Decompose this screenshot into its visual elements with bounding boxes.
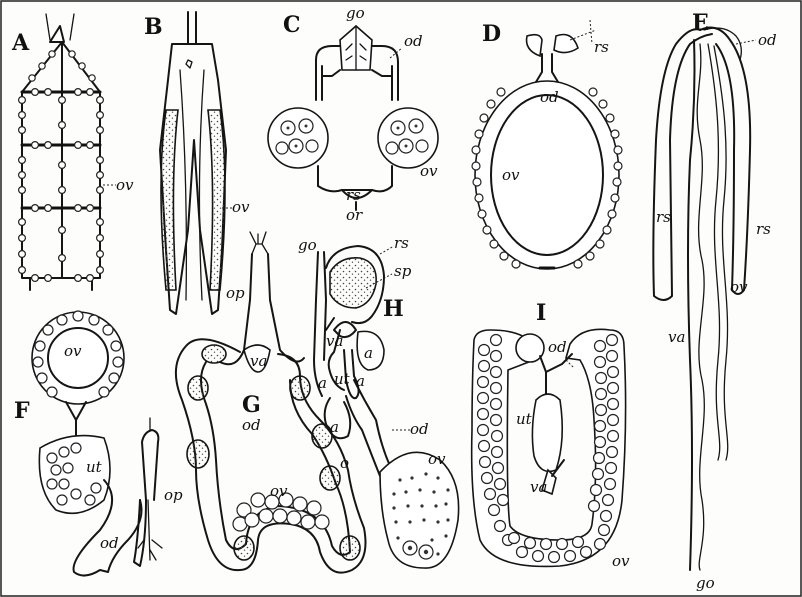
part-label-g-op: op [226,284,245,302]
figure-e [653,28,756,570]
figure-i [472,329,626,566]
part-label-h-ut: ut [334,370,351,388]
part-label-c-ov: ov [420,162,438,180]
part-label-g-o: o [340,454,349,472]
figure-h [314,246,459,568]
figure-label-c: C [283,12,301,38]
figure-label-a: A [11,30,30,56]
part-label-c-go: go [346,4,365,22]
figure-c [268,26,438,210]
part-label-a-ov: ov [116,176,134,194]
part-label-h-a-4: a [330,418,339,436]
part-label-h-rs: rs [394,234,409,252]
part-label-h-a-3: a [356,372,365,390]
part-label-h-a-1: a [364,344,373,362]
part-label-h-a-2: a [318,374,327,392]
figure-label-d: D [482,21,501,47]
part-label-g-va: va [250,352,267,370]
part-label-h-od: od [410,420,429,438]
part-label-i-va: va [530,478,547,496]
figure-d [472,20,622,269]
part-label-i-od: od [548,338,567,356]
part-label-c-or: or [346,206,363,224]
figure-label-b: B [144,14,163,40]
part-label-f-od: od [100,534,119,552]
figure-f [32,311,162,576]
part-label-e-go: go [696,574,715,592]
part-label-c-od: od [404,32,423,50]
part-label-e-od: od [758,31,777,49]
figure-a [19,14,116,290]
part-label-h-ov: ov [428,450,446,468]
part-label-f-op: op [164,486,183,504]
part-label-i-ov: ov [612,552,630,570]
part-label-e-va: va [668,328,685,346]
part-label-c-rs: rs [346,186,361,204]
figure-label-f: F [14,398,30,424]
part-label-e-rs-right: rs [756,220,771,238]
part-label-h-go: go [298,236,317,254]
figure-label-h: H [383,296,404,322]
part-label-f-ut: ut [86,458,103,476]
part-label-g-ov: ov [270,482,288,500]
part-label-e-rs-left: rs [656,208,671,226]
part-label-b-ov: ov [232,198,250,216]
figure-label-g: G [242,392,261,418]
figure-b [160,12,234,314]
part-label-h-va: va [326,332,343,350]
part-label-e-ov: ov [730,278,748,296]
part-label-i-ut: ut [516,410,533,428]
figure-label-i: I [536,300,546,326]
part-label-d-od: od [540,88,559,106]
figure-label-e: E [692,10,709,36]
part-label-d-rs: rs [594,38,609,56]
part-label-h-sp: sp [394,262,412,280]
part-label-g-od: od [242,416,261,434]
part-label-d-ov: ov [502,166,520,184]
part-label-f-ov: ov [64,342,82,360]
